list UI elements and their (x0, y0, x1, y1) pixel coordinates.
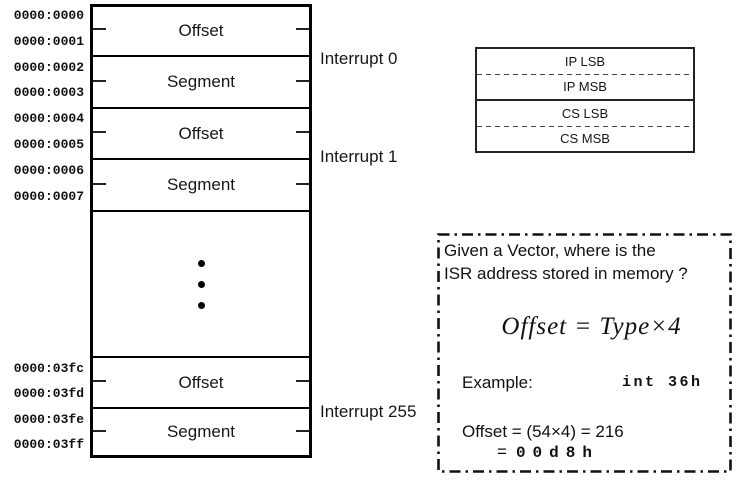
example-label: Example: (462, 373, 533, 392)
address-label: 0000:0000 (13, 8, 84, 23)
address-label: 0000:0003 (13, 85, 84, 100)
offset-hex-value: 00d8h (515, 444, 599, 462)
memory-map-table: Offset Segment Offset Segment Offset Seg… (90, 4, 312, 458)
tick-mark (296, 430, 309, 432)
offset-calculation-line2: = 00d8h (497, 442, 599, 462)
address-label: 0000:0001 (13, 34, 84, 49)
tick-mark (93, 430, 106, 432)
reg-row-cs-msb: CS MSB (560, 131, 610, 147)
address-label: 0000:0004 (13, 111, 84, 126)
tick-mark (93, 80, 106, 82)
interrupt-255-label: Interrupt 255 (320, 402, 417, 421)
reg-row-ip-lsb: IP LSB (564, 53, 606, 69)
tick-mark (296, 131, 309, 133)
tick-mark (296, 380, 309, 382)
address-label: 0000:0007 (13, 189, 84, 204)
note-box: Given a Vector, where is the ISR address… (437, 233, 732, 473)
memory-row-segment: Segment (166, 422, 236, 441)
address-label: 0000:0005 (13, 137, 84, 152)
address-label: 0000:03fc (13, 361, 84, 376)
note-question-line1: Given a Vector, where is the (444, 241, 656, 260)
vector-entry-byte-table: IP LSB IP MSB CS LSB CS MSB (475, 47, 695, 153)
dashed-divider (477, 125, 693, 127)
dash-dot-border (437, 233, 732, 473)
reg-row-cs-lsb: CS LSB (561, 105, 609, 121)
ellipsis-dot (197, 280, 205, 288)
address-label: 0000:0002 (13, 60, 84, 75)
note-question-line2: ISR address stored in memory ? (444, 264, 688, 283)
interrupt-1-label: Interrupt 1 (320, 147, 398, 166)
memory-row-offset: Offset (178, 123, 224, 143)
memory-row-offset: Offset (178, 21, 224, 40)
memory-row-segment: Segment (166, 175, 236, 194)
tick-mark (93, 131, 106, 133)
address-label: 0000:03fd (13, 386, 84, 401)
ellipsis-dots (93, 212, 309, 356)
address-label: 0000:03ff (13, 437, 84, 452)
equals-sign: = (497, 442, 507, 461)
reg-row-ip-msb: IP MSB (563, 79, 607, 95)
tick-mark (93, 28, 106, 30)
address-label: 0000:03fe (13, 412, 84, 427)
offset-calculation-line1: Offset = (54×4) = 216 (462, 422, 624, 441)
dashed-divider (477, 73, 693, 75)
ellipsis-dot (197, 259, 205, 267)
tick-mark (296, 183, 309, 185)
solid-divider (477, 99, 693, 101)
memory-row-segment: Segment (166, 72, 236, 91)
ellipsis-dot (197, 301, 205, 309)
tick-mark (296, 80, 309, 82)
tick-mark (296, 28, 309, 30)
example-code: int 36h (622, 374, 703, 391)
offset-formula: Offset = Type×4 (501, 313, 682, 340)
tick-mark (93, 183, 106, 185)
address-label: 0000:0006 (13, 163, 84, 178)
memory-row-offset: Offset (178, 372, 224, 392)
interrupt-0-label: Interrupt 0 (320, 49, 398, 68)
tick-mark (93, 380, 106, 382)
